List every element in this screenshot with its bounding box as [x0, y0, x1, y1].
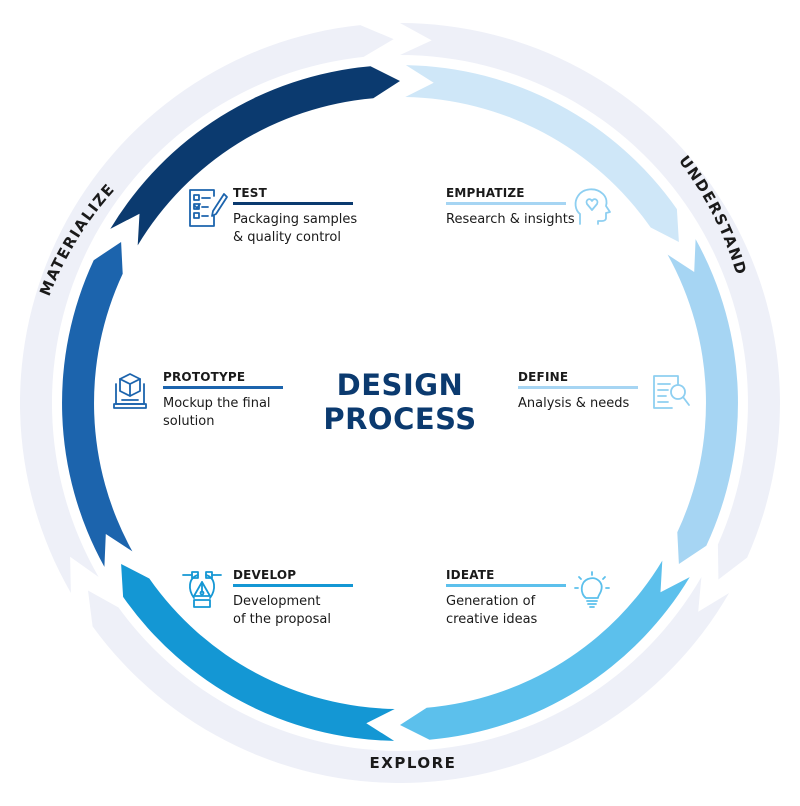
step-description: Packaging samples & quality control — [233, 212, 358, 245]
checklist-icon — [186, 186, 230, 230]
ring-segment-ideate — [400, 560, 690, 740]
step-title: TEST — [233, 186, 268, 200]
step-rule — [163, 386, 283, 389]
step-rule — [233, 584, 353, 587]
step-ideate: IDEATE Generation of creative ideas — [446, 568, 596, 629]
step-emphatize: EMPHATIZE Research & insights — [446, 186, 596, 229]
step-title: DEFINE — [518, 370, 569, 384]
step-title: DEVELOP — [233, 568, 297, 582]
title-line-2: PROCESS — [323, 402, 477, 436]
outer-ring-segment-understand — [400, 23, 780, 580]
step-rule — [446, 584, 566, 587]
step-description: Analysis & needs — [518, 396, 630, 411]
step-define: DEFINE Analysis & needs — [518, 370, 668, 413]
step-title: EMPHATIZE — [446, 186, 525, 200]
ring-segment-develop — [121, 564, 395, 741]
ring-segment-emphatize — [405, 65, 679, 242]
head-heart-icon — [570, 184, 614, 228]
step-rule — [446, 202, 566, 205]
title-line-1: DESIGN — [336, 368, 464, 402]
3d-cube-icon — [108, 370, 152, 414]
step-rule — [233, 202, 353, 205]
page-title: DESIGN PROCESS — [300, 368, 500, 436]
ring-segment-test — [110, 66, 401, 246]
step-test: TEST Packaging samples & quality control — [233, 186, 383, 247]
ring-segment-define — [667, 239, 738, 564]
phase-label-understand: UNDERSTAND — [675, 152, 750, 277]
step-rule — [518, 386, 638, 389]
lightbulb-icon — [570, 568, 614, 612]
phase-label-explore: EXPLORE — [370, 754, 457, 772]
phase-label-understand-text: UNDERSTAND — [675, 152, 749, 277]
step-title: IDEATE — [446, 568, 495, 582]
step-description: Mockup the final solution — [163, 396, 271, 429]
step-title: PROTOTYPE — [163, 370, 246, 384]
step-description: Generation of creative ideas — [446, 594, 538, 627]
document-magnifier-icon — [648, 370, 692, 414]
step-develop: DEVELOP Development of the proposal — [233, 568, 383, 629]
outer-phase-ring — [20, 23, 780, 784]
inner-step-ring — [62, 65, 738, 741]
outer-ring-segment-explore — [88, 577, 730, 784]
ring-segment-prototype — [62, 242, 133, 567]
step-prototype: PROTOTYPE Mockup the final solution — [163, 370, 313, 431]
outer-ring-segment-materialize — [20, 25, 394, 594]
pen-tool-icon — [180, 568, 224, 612]
step-description: Research & insights — [446, 212, 575, 227]
step-description: Development of the proposal — [233, 594, 331, 627]
